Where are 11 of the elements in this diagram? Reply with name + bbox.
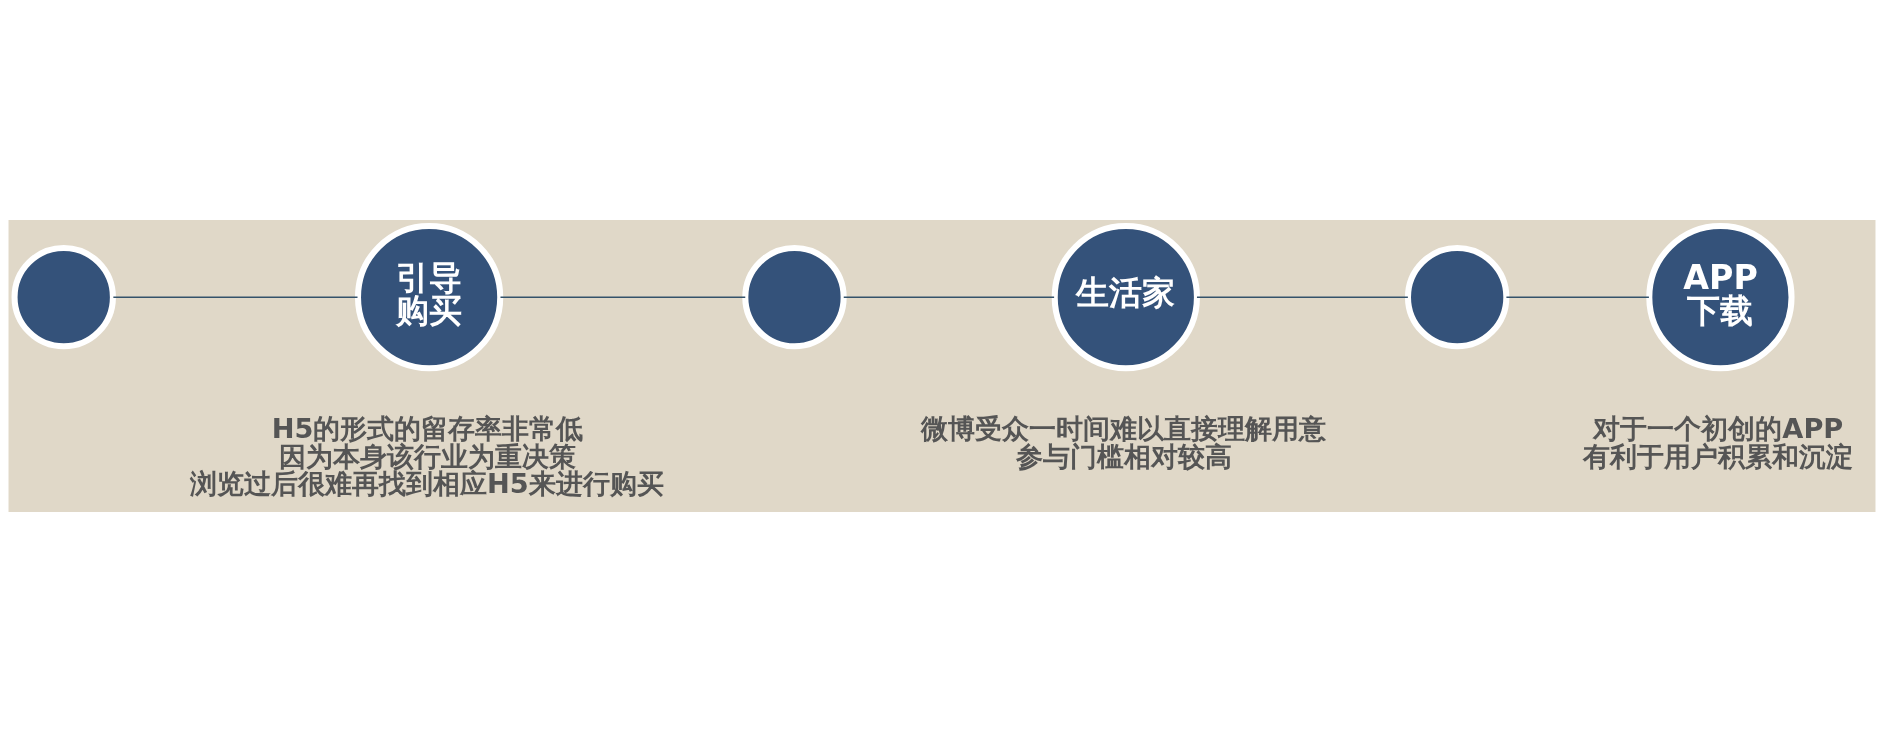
node-circle [11,244,116,350]
connector [1196,296,1409,298]
node-circle: 引导购买 [354,223,504,372]
node-circle: 生活家 [1051,223,1200,372]
node-circle [742,244,847,350]
connector [842,296,1055,298]
connector [499,296,747,298]
node-circle: APP 下载 [1646,223,1795,372]
connector [1505,296,1650,298]
connector [112,296,359,298]
node-circle [1404,244,1510,350]
